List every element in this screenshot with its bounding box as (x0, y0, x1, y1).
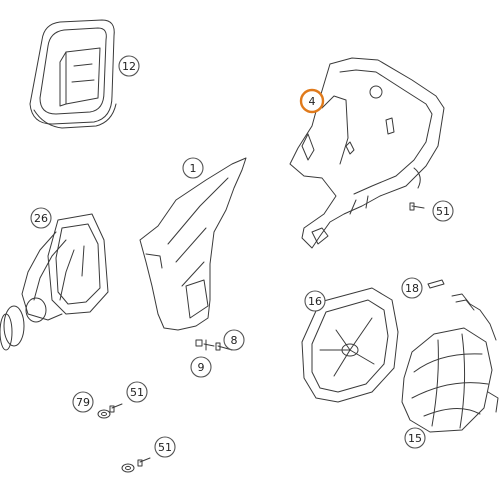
part-79-washer (97, 403, 123, 419)
part-16-filter-frame (301, 287, 399, 403)
callout-26: 26 (30, 207, 52, 229)
svg-text:1: 1 (190, 162, 197, 175)
part-1-side-cover (139, 157, 247, 351)
callout-layer: 12 4 1 26 51 18 16 8 (30, 55, 454, 458)
callout-51-airbox: 51 (432, 200, 454, 222)
svg-text:9: 9 (198, 361, 205, 374)
svg-text:51: 51 (158, 441, 172, 454)
callout-8: 8 (223, 329, 245, 351)
callout-9: 9 (190, 356, 212, 378)
part-12-intake-boot (29, 19, 117, 129)
svg-text:4: 4 (309, 95, 316, 108)
callout-16: 16 (304, 290, 326, 312)
callout-12: 12 (118, 55, 140, 77)
svg-text:26: 26 (34, 212, 48, 225)
svg-text:51: 51 (436, 205, 450, 218)
callout-51-middle: 51 (126, 381, 148, 403)
callout-51-lower: 51 (154, 436, 176, 458)
part-18-pin (427, 279, 445, 289)
svg-text:16: 16 (308, 295, 322, 308)
callout-18: 18 (401, 277, 423, 299)
svg-text:18: 18 (405, 282, 419, 295)
svg-text:79: 79 (76, 396, 90, 409)
callout-4-highlighted: 4 (299, 88, 325, 114)
callout-79: 79 (72, 391, 94, 413)
svg-text:12: 12 (122, 60, 136, 73)
callout-1: 1 (182, 157, 204, 179)
part-15-air-filter (401, 293, 499, 433)
svg-text:51: 51 (130, 386, 144, 399)
part-26-filter-cage (0, 213, 109, 351)
screw-51-airbox (409, 202, 425, 211)
svg-text:8: 8 (231, 334, 238, 347)
svg-text:15: 15 (408, 432, 422, 445)
part-51-screw-lower (121, 457, 151, 473)
callout-15: 15 (404, 427, 426, 449)
part-4-airbox (289, 57, 445, 249)
